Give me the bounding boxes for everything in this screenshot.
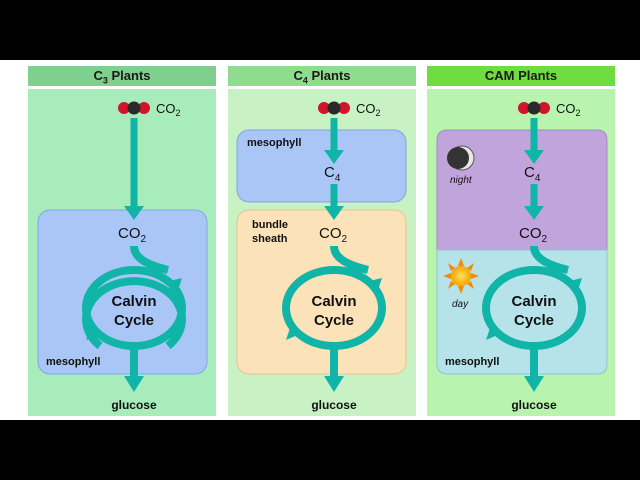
cycle-text: Cycle	[314, 312, 354, 329]
cycle-text: Cycle	[514, 312, 554, 329]
co2-label: CO2	[319, 225, 348, 245]
bundle-sheath-region	[236, 209, 407, 375]
co2-arrowhead	[324, 150, 344, 164]
c4-plants-header: C4 Plants	[228, 66, 416, 86]
transfer-arrowhead	[324, 206, 344, 220]
entry-arrow	[130, 245, 169, 274]
glucose-label: glucose	[511, 398, 557, 412]
co2-input-label: CO2	[556, 101, 581, 118]
co2-arrowhead	[524, 150, 544, 164]
co2-label: CO2	[118, 225, 147, 245]
sun-icon	[443, 258, 479, 294]
cycle-arrowhead-left	[86, 322, 100, 340]
cycle-arrowhead-left	[286, 322, 300, 340]
cam-plants-header: CAM Plants	[427, 66, 615, 86]
cycle-arrowhead-right	[165, 278, 182, 296]
day-label: day	[452, 299, 469, 310]
co2-molecule-icon	[518, 101, 550, 115]
pathways-svg: CO2 CO2 Calvin Cycle mesophyll glucose	[37, 101, 608, 412]
entry-arrow	[530, 245, 569, 274]
co2-input-label: CO2	[356, 101, 381, 118]
co2-molecule-icon	[118, 101, 150, 115]
c4-pathway: CO2 mesophyll C4 bundle sheath CO2 Calvi…	[236, 101, 407, 412]
calvin-text: Calvin	[111, 293, 156, 310]
glucose-arrowhead	[324, 376, 344, 392]
glucose-label: glucose	[111, 398, 157, 412]
c4-acid-label: C4	[324, 164, 341, 184]
night-label: night	[450, 175, 473, 186]
calvin-text: Calvin	[511, 293, 556, 310]
c3-plants-header: C3 Plants	[28, 66, 216, 86]
cycle-arrowhead-right	[365, 278, 382, 296]
c4-acid-label: C4	[524, 164, 541, 184]
transfer-arrowhead	[524, 206, 544, 220]
mesophyll-label: mesophyll	[46, 356, 100, 368]
c4-mesophyll-region	[236, 129, 407, 203]
moon-icon	[447, 145, 475, 171]
mesophyll-label: mesophyll	[247, 137, 301, 149]
diagram-canvas: C3 Plants C4 Plants CAM Plants CO2	[0, 60, 640, 420]
bundle-label-line2: sheath	[252, 233, 288, 245]
co2-molecule-icon	[318, 101, 350, 115]
cam-pathway: night day CO2	[436, 101, 608, 412]
bundle-label-line1: bundle	[252, 219, 288, 231]
co2-arrowhead	[124, 206, 144, 220]
glucose-label: glucose	[311, 398, 357, 412]
c3-pathway: CO2 CO2 Calvin Cycle mesophyll glucose	[37, 101, 208, 412]
co2-input-label: CO2	[156, 101, 181, 118]
cycle-arrowhead-right	[565, 278, 582, 296]
co2-label: CO2	[519, 225, 548, 245]
entry-arrow	[330, 245, 369, 274]
glucose-arrowhead	[524, 376, 544, 392]
mesophyll-label: mesophyll	[445, 356, 499, 368]
cycle-arrowhead-left	[486, 322, 500, 340]
cycle-text: Cycle	[114, 312, 154, 329]
calvin-text: Calvin	[311, 293, 356, 310]
glucose-arrowhead	[124, 376, 144, 392]
